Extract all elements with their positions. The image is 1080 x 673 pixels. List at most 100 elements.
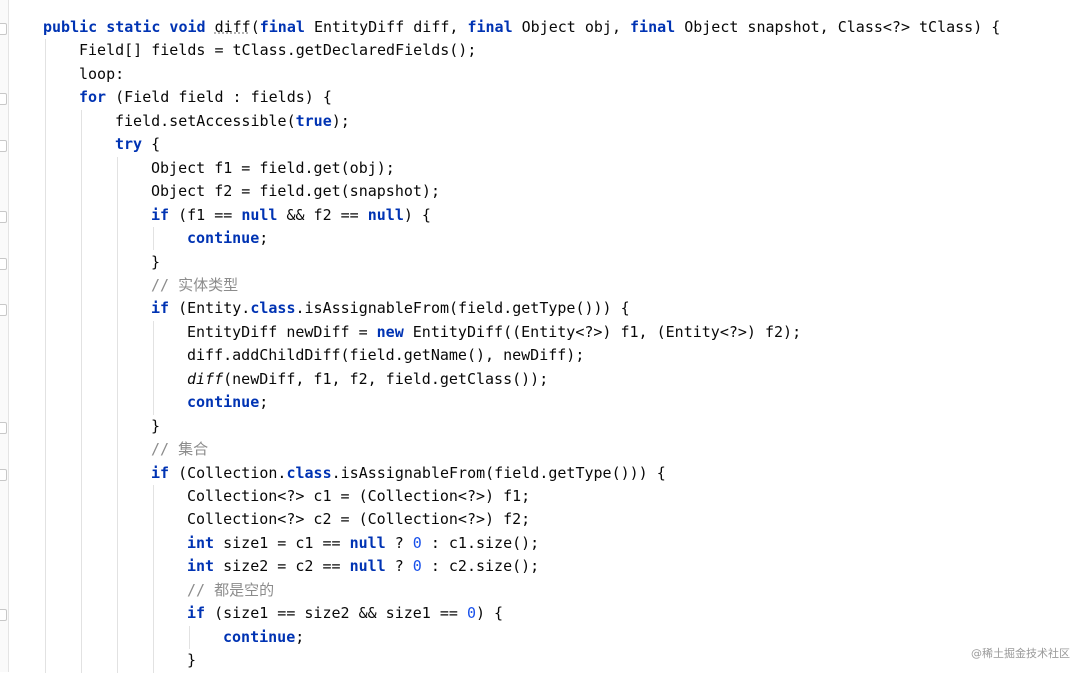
code-keyword: continue <box>187 229 260 248</box>
code-keyword: final <box>259 18 314 36</box>
code-token: (size1 == size2 && size1 == <box>214 604 467 623</box>
code-comment: // 实体类型 <box>151 275 239 294</box>
code-number: 0 <box>412 557 422 576</box>
fold-marker-icon[interactable] <box>0 468 7 481</box>
code-token: } <box>151 252 161 271</box>
code-token: EntityDiff((Entity<?>) f1, (Entity<?>) f… <box>412 322 802 341</box>
fold-marker-icon[interactable] <box>0 23 7 35</box>
code-line[interactable]: // 集合 <box>151 438 208 461</box>
code-keyword: if <box>151 299 179 318</box>
code-token: ; <box>259 393 269 412</box>
code-token: field.setAccessible( <box>115 111 296 130</box>
code-token: Field[] fields = tClass.getDeclaredField… <box>79 41 477 60</box>
code-line[interactable]: Object f1 = field.get(obj); <box>151 157 395 180</box>
code-line[interactable]: Field[] fields = tClass.getDeclaredField… <box>79 39 476 62</box>
code-token: ; <box>259 229 269 248</box>
indent-guide <box>45 39 46 673</box>
code-token: ( <box>250 18 260 36</box>
code-token: .isAssignableFrom(field.getType())) { <box>295 299 630 318</box>
code-token: diff.addChildDiff(field.getName(), newDi… <box>187 346 585 365</box>
code-token: .isAssignableFrom(field.getType())) { <box>331 463 666 482</box>
code-token: diff <box>214 18 251 36</box>
code-line[interactable]: int size2 = c2 == null ? 0 : c2.size(); <box>187 555 539 578</box>
code-token: (Entity. <box>178 299 251 318</box>
code-comment: // 集合 <box>151 440 209 459</box>
code-keyword: class <box>286 463 332 482</box>
code-keyword: null <box>349 533 386 552</box>
fold-marker-icon[interactable] <box>0 210 7 223</box>
code-keyword: final <box>467 18 522 36</box>
code-token: } <box>151 416 161 435</box>
code-token: size2 = c2 == <box>223 557 350 576</box>
code-keyword: class <box>250 299 296 318</box>
code-line[interactable]: EntityDiff newDiff = new EntityDiff((Ent… <box>187 321 801 344</box>
code-number: 0 <box>466 604 476 623</box>
code-line[interactable]: continue; <box>187 227 268 250</box>
code-keyword: int <box>187 533 224 552</box>
code-comment: // 都是空的 <box>187 580 275 599</box>
editor-gutter <box>0 0 9 672</box>
code-token: ) { <box>403 205 431 224</box>
code-keyword: null <box>241 205 278 224</box>
code-line[interactable]: int size1 = c1 == null ? 0 : c1.size(); <box>187 532 539 555</box>
code-keyword: continue <box>187 393 260 412</box>
code-line[interactable]: continue; <box>223 626 304 649</box>
indent-guide <box>153 227 154 251</box>
code-token: : c2.size(); <box>421 557 540 576</box>
code-keyword: if <box>187 604 215 623</box>
code-keyword: continue <box>223 627 296 646</box>
fold-marker-icon[interactable] <box>0 93 7 106</box>
code-token: Object f1 = field.get(obj); <box>151 158 395 177</box>
code-keyword: if <box>151 463 179 482</box>
code-line[interactable]: } <box>151 251 160 274</box>
code-token: Object snapshot, Class<?> tClass) { <box>684 18 1001 36</box>
code-token: ? <box>385 557 413 576</box>
code-token: ); <box>331 111 350 130</box>
code-line[interactable]: loop: <box>79 63 124 86</box>
code-keyword: public static void <box>43 18 215 36</box>
code-line[interactable]: for (Field field : fields) { <box>79 86 332 109</box>
code-line[interactable]: Collection<?> c1 = (Collection<?>) f1; <box>187 485 530 508</box>
fold-marker-icon[interactable] <box>0 140 7 153</box>
code-line[interactable]: diff(newDiff, f1, f2, field.getClass()); <box>187 368 548 391</box>
code-keyword: true <box>295 111 332 130</box>
code-token: ? <box>385 533 413 552</box>
code-line[interactable]: } <box>187 649 196 672</box>
code-token: } <box>187 651 197 670</box>
code-line[interactable]: // 都是空的 <box>187 579 274 602</box>
indent-guide <box>81 109 82 673</box>
fold-marker-icon[interactable] <box>0 257 7 270</box>
code-line[interactable]: // 实体类型 <box>151 274 238 297</box>
code-keyword: for <box>79 88 116 107</box>
code-line[interactable]: diff.addChildDiff(field.getName(), newDi… <box>187 344 584 367</box>
code-line[interactable]: if (f1 == null && f2 == null) { <box>151 204 431 227</box>
indent-guide <box>153 320 154 415</box>
code-line[interactable]: public static void diff(final EntityDiff… <box>43 16 1000 39</box>
code-token: : c1.size(); <box>421 533 540 552</box>
code-keyword: null <box>367 205 404 224</box>
code-line[interactable]: try { <box>115 133 160 156</box>
code-token: (newDiff, f1, f2, field.getClass()); <box>223 369 549 388</box>
code-keyword: new <box>376 322 413 341</box>
code-line[interactable]: if (size1 == size2 && size1 == 0) { <box>187 602 503 625</box>
code-line[interactable]: field.setAccessible(true); <box>115 110 350 133</box>
code-token: EntityDiff newDiff = <box>187 322 377 341</box>
fold-marker-icon[interactable] <box>0 421 7 434</box>
code-token: (Field field : fields) { <box>115 88 332 107</box>
code-line[interactable]: continue; <box>187 391 268 414</box>
indent-guide <box>189 625 190 650</box>
code-token: diff <box>187 369 224 388</box>
code-line[interactable]: if (Entity.class.isAssignableFrom(field.… <box>151 297 630 320</box>
code-line[interactable]: if (Collection.class.isAssignableFrom(fi… <box>151 462 666 485</box>
code-token: Object obj, <box>521 18 631 36</box>
code-keyword: try <box>115 135 152 154</box>
code-line[interactable]: Collection<?> c2 = (Collection<?>) f2; <box>187 508 530 531</box>
code-keyword: final <box>630 18 685 36</box>
code-line[interactable]: Object f2 = field.get(snapshot); <box>151 180 440 203</box>
code-token: (Collection. <box>178 463 287 482</box>
code-token: loop: <box>79 64 125 83</box>
code-line[interactable]: } <box>151 415 160 438</box>
code-token: && f2 == <box>277 205 368 224</box>
fold-marker-icon[interactable] <box>0 609 7 622</box>
fold-marker-icon[interactable] <box>0 304 7 317</box>
